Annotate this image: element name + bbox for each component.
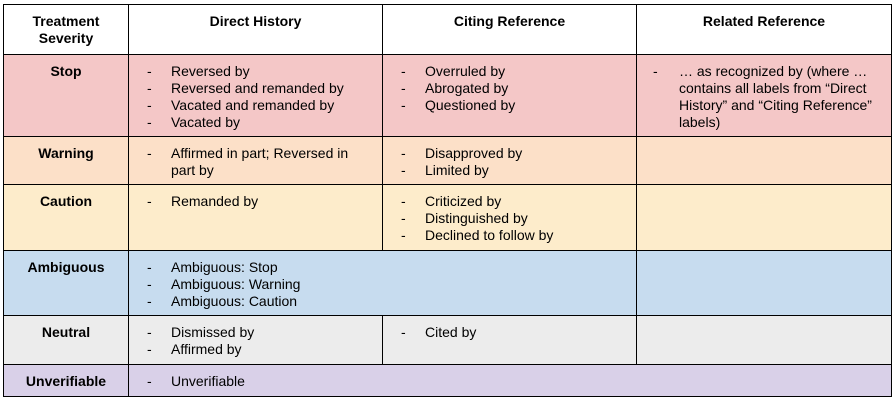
list-item-text: Affirmed by (171, 341, 242, 357)
list-item: - … as recognized by (where … contains al… (637, 63, 885, 131)
list-item: - Criticized by (389, 193, 630, 210)
header-citing-reference: Citing Reference (382, 4, 637, 55)
unverifiable-direct-history: - Unverifiable (128, 364, 892, 397)
list-item-text: Overruled by (425, 63, 506, 79)
bullet-dash: - (147, 259, 152, 275)
list-item: - Disapproved by (389, 145, 630, 162)
bullet-dash: - (401, 210, 406, 226)
bullet-dash: - (147, 293, 152, 309)
list-item: - Overruled by (389, 63, 630, 80)
list-item-text: Questioned by (425, 97, 516, 113)
bullet-dash: - (147, 80, 152, 96)
row-unverifiable: Unverifiable - Unverifiable (3, 364, 892, 397)
neutral-citing-reference: - Cited by (382, 315, 637, 365)
list-item: - Cited by (389, 324, 630, 341)
list-item: - Distinguished by (389, 210, 630, 227)
bullet-dash: - (147, 341, 152, 357)
row-caution: Caution - Remanded by - Criticized by - Dist… (3, 184, 892, 251)
list-item-text: … as recognized by (where … contains all… (679, 63, 872, 130)
list-item-text: Distinguished by (425, 210, 528, 226)
severity-warning: Warning (3, 136, 129, 185)
list-item: - Abrogated by (389, 80, 630, 97)
list-item-text: Abrogated by (425, 80, 509, 96)
bullet-dash: - (653, 63, 658, 79)
warning-citing-reference: - Disapproved by - Limited by (382, 136, 637, 185)
bullet-dash: - (401, 227, 406, 243)
list-item: - Remanded by (135, 193, 376, 210)
bullet-dash: - (147, 324, 152, 340)
bullet-dash: - (147, 145, 152, 161)
list-item-text: Ambiguous: Caution (171, 293, 298, 309)
bullet-dash: - (147, 193, 152, 209)
list-item-text: Remanded by (171, 193, 259, 209)
bullet-dash: - (147, 97, 152, 113)
list-item: - Vacated and remanded by (135, 97, 376, 114)
neutral-direct-history: - Dismissed by - Affirmed by (128, 315, 383, 365)
severity-ambiguous: Ambiguous (3, 250, 129, 316)
list-item-text: Disapproved by (425, 145, 523, 161)
severity-neutral: Neutral (3, 315, 129, 365)
list-item-text: Ambiguous: Stop (171, 259, 278, 275)
list-item-text: Vacated and remanded by (171, 97, 335, 113)
list-item-text: Cited by (425, 324, 477, 340)
bullet-dash: - (401, 193, 406, 209)
stop-citing-reference: - Overruled by - Abrogated by - Questioned by (382, 54, 637, 137)
list-item-text: Affirmed in part; Reversed in part by (171, 145, 349, 178)
header-row: Treatment Severity Direct History Citing… (3, 4, 892, 55)
header-direct-history: Direct History (128, 4, 383, 55)
bullet-dash: - (401, 80, 406, 96)
list-item: - Reversed and remanded by (135, 80, 376, 97)
list-item: - Ambiguous: Stop (135, 259, 630, 276)
severity-unverifiable: Unverifiable (3, 364, 129, 397)
bullet-dash: - (147, 373, 152, 389)
bullet-dash: - (401, 145, 406, 161)
list-item-text: Criticized by (425, 193, 502, 209)
row-ambiguous: Ambiguous - Ambiguous: Stop - Ambiguous: Wa… (3, 250, 892, 316)
list-item-text: Unverifiable (171, 373, 245, 389)
caution-citing-reference: - Criticized by - Distinguished by - Declined… (382, 184, 637, 251)
severity-stop: Stop (3, 54, 129, 137)
stop-direct-history: - Reversed by - Reversed and remanded by - Va… (128, 54, 383, 137)
list-item: - Ambiguous: Caution (135, 293, 630, 310)
bullet-dash: - (147, 63, 152, 79)
neutral-related-reference (636, 315, 892, 365)
list-item: - Unverifiable (135, 373, 885, 390)
list-item-text: Reversed by (171, 63, 250, 79)
severity-caution: Caution (3, 184, 129, 251)
list-item-text: Dismissed by (171, 324, 255, 340)
list-item-text: Declined to follow by (425, 227, 554, 243)
ambiguous-direct-history: - Ambiguous: Stop - Ambiguous: Warning - Ambi… (128, 250, 637, 316)
row-neutral: Neutral - Dismissed by - Affirmed by - Cited… (3, 315, 892, 365)
stop-related-reference: - … as recognized by (where … contains al… (636, 54, 892, 137)
list-item: - Ambiguous: Warning (135, 276, 630, 293)
treatment-severity-table: Treatment Severity Direct History Citing… (3, 4, 892, 397)
bullet-dash: - (401, 162, 406, 178)
list-item: - Questioned by (389, 97, 630, 114)
list-item-text: Reversed and remanded by (171, 80, 344, 96)
list-item-text: Limited by (425, 162, 489, 178)
list-item-text: Vacated by (171, 114, 241, 130)
row-warning: Warning - Affirmed in part; Reversed in p… (3, 136, 892, 185)
bullet-dash: - (147, 114, 152, 130)
list-item: - Limited by (389, 162, 630, 179)
list-item-text: Ambiguous: Warning (171, 276, 301, 292)
warning-direct-history: - Affirmed in part; Reversed in part by (128, 136, 383, 185)
header-related-reference: Related Reference (636, 4, 892, 55)
list-item: - Affirmed by (135, 341, 376, 358)
row-stop: Stop - Reversed by - Reversed and remanded … (3, 54, 892, 137)
header-severity: Treatment Severity (3, 4, 129, 55)
list-item: - Declined to follow by (389, 227, 630, 244)
list-item: - Affirmed in part; Reversed in part by (135, 145, 376, 179)
caution-direct-history: - Remanded by (128, 184, 383, 251)
caution-related-reference (636, 184, 892, 251)
bullet-dash: - (401, 324, 406, 340)
list-item: - Dismissed by (135, 324, 376, 341)
bullet-dash: - (147, 276, 152, 292)
ambiguous-related-reference (636, 250, 892, 316)
list-item: - Vacated by (135, 114, 376, 131)
bullet-dash: - (401, 97, 406, 113)
warning-related-reference (636, 136, 892, 185)
list-item: - Reversed by (135, 63, 376, 80)
bullet-dash: - (401, 63, 406, 79)
